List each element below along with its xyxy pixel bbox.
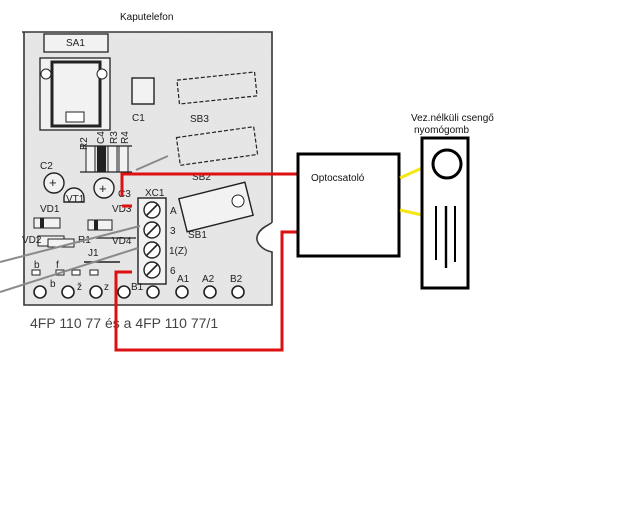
optocoupler-label: Optocsatoló — [311, 173, 365, 184]
red-wire-bottom — [114, 230, 297, 352]
sb1-button — [178, 181, 254, 233]
pcb-caption: 4FP 110 77 és a 4FP 110 77/1 — [30, 315, 218, 331]
sa1-switch: SA1 — [39, 33, 111, 131]
terminal-1z-label: 1(Z) — [169, 246, 187, 257]
terminal-a-label: A — [170, 206, 177, 217]
wireless-bell-button — [420, 136, 470, 290]
vt1-label: VT1 — [66, 194, 85, 205]
c2-capacitor — [43, 172, 65, 194]
bell-button-circle — [431, 148, 463, 180]
c1-label: C1 — [132, 113, 145, 124]
bell-button-label-line1: Vez.nélküli csengő — [411, 113, 494, 124]
svg-text:+: + — [99, 181, 107, 196]
c2-label: C2 — [40, 161, 53, 172]
sb2-label: SB2 — [192, 172, 211, 183]
j1-label: J1 — [88, 248, 99, 259]
terminal-6-label: 6 — [170, 266, 176, 277]
vt1-transistor — [63, 187, 85, 203]
c4-label: C4 — [96, 131, 107, 144]
xc1-label: XC1 — [145, 188, 165, 199]
c3-capacitor — [93, 177, 115, 199]
pin-a2-label: A2 — [202, 274, 215, 285]
pin-z-label: z — [104, 282, 109, 293]
pin-a1-label: A1 — [177, 274, 190, 285]
yellow-wires — [399, 166, 423, 217]
vd4-label: VD4 — [112, 236, 132, 247]
r2-label: R2 — [79, 137, 90, 150]
pin-z-hacek-label: ž — [77, 282, 82, 293]
vd3-diode — [87, 219, 113, 231]
resistor-row — [80, 145, 132, 173]
terminal-3-label: 3 — [170, 226, 176, 237]
bell-button-label-line2: nyomógomb — [414, 125, 469, 136]
c3-label: C3 — [118, 189, 131, 200]
sa1-label: SA1 — [66, 38, 85, 49]
xc1-terminal-block — [137, 197, 167, 285]
optocoupler-box — [296, 152, 401, 258]
pin-f-label: f — [56, 260, 59, 271]
sb3-outline — [176, 71, 258, 105]
diagram-title: Kaputelefon — [120, 12, 173, 23]
pcb-board: SA1 C1 SB3 SB2 R2 C4 R3 R4 + C2 VT1 — [0, 31, 273, 306]
vd2-label: VD2 — [22, 235, 42, 246]
pin-b1-label: B1 — [131, 282, 144, 293]
vd1-diode — [33, 217, 61, 229]
r4-label: R4 — [120, 131, 131, 144]
pin-b-label: b — [50, 279, 56, 290]
r3-label: R3 — [109, 131, 120, 144]
sb2-outline — [175, 126, 259, 166]
pin-b-top-label: b — [34, 260, 40, 271]
vd1-label: VD1 — [40, 204, 60, 215]
vd3-label: VD3 — [112, 204, 132, 215]
sb1-label: SB1 — [188, 230, 207, 241]
svg-text:+: + — [49, 175, 57, 190]
c1-component — [131, 77, 155, 105]
sb3-label: SB3 — [190, 114, 209, 125]
pin-b2-label: B2 — [230, 274, 243, 285]
